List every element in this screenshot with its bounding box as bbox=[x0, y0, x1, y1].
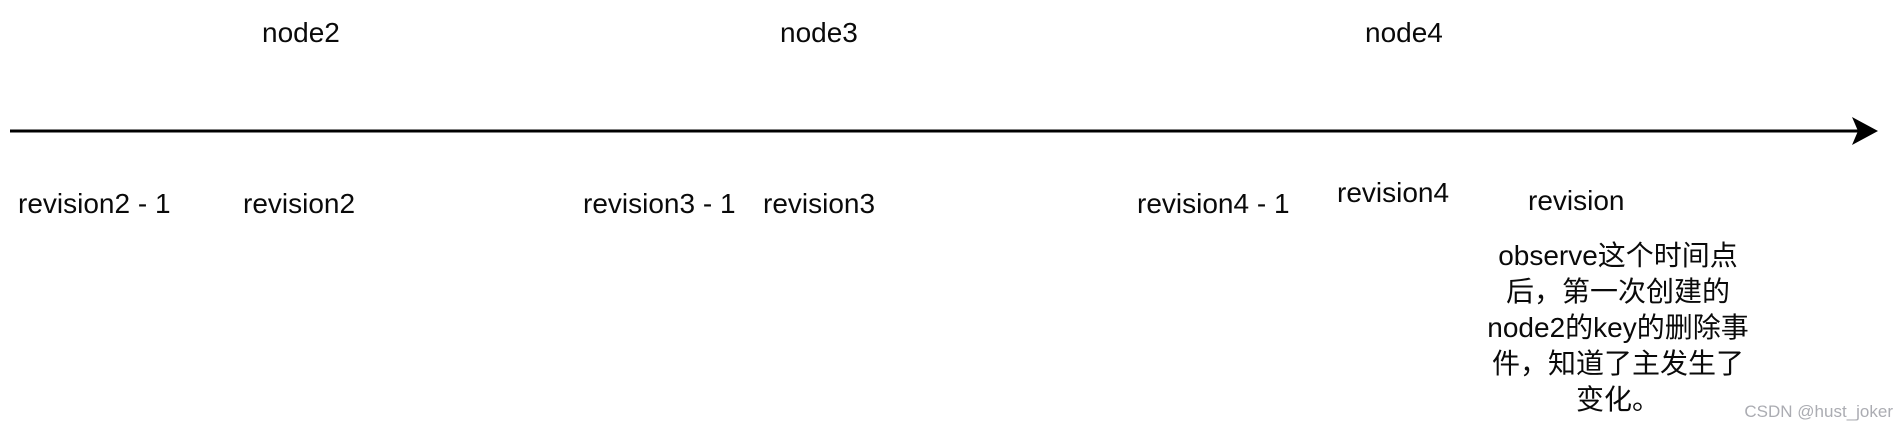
revision-label-revision2: revision2 bbox=[243, 188, 356, 219]
revision-label-revision2-minus-1: revision2 - 1 bbox=[18, 188, 171, 219]
annotation-line: observe这个时间点 bbox=[1498, 240, 1738, 271]
node-label-node4: node4 bbox=[1365, 17, 1443, 48]
annotation-line: 件，知道了主发生了 bbox=[1491, 348, 1744, 379]
observe-annotation: observe这个时间点 后，第一次创建的 node2的key的删除事 件，知道… bbox=[1455, 238, 1781, 418]
revision-label-revision4-minus-1: revision4 - 1 bbox=[1137, 188, 1290, 219]
revision-label-revision: revision bbox=[1528, 185, 1625, 216]
annotation-line: 后，第一次创建的 bbox=[1505, 276, 1730, 307]
node-label-node3: node3 bbox=[780, 17, 858, 48]
annotation-line: node2的key的删除事 bbox=[1487, 312, 1749, 343]
arrowhead-icon bbox=[1852, 117, 1878, 145]
revision-label-revision3: revision3 bbox=[763, 188, 876, 219]
node-label-node2: node2 bbox=[262, 17, 340, 48]
revision-label-revision3-minus-1: revision3 - 1 bbox=[583, 188, 736, 219]
csdn-watermark: CSDN @hust_joker bbox=[1744, 402, 1893, 421]
revision-label-revision4: revision4 bbox=[1337, 177, 1450, 208]
annotation-line: 变化。 bbox=[1575, 384, 1660, 415]
